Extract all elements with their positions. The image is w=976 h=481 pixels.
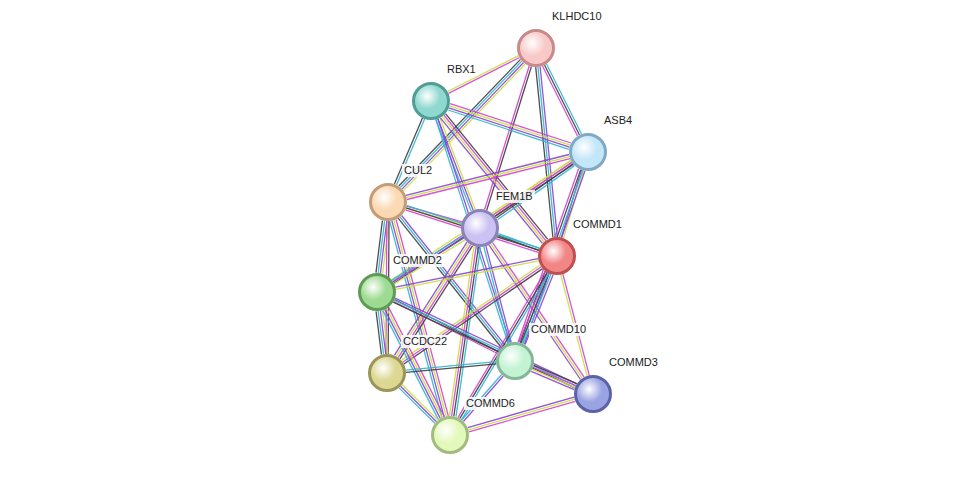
protein-node: COMMD2: [358, 273, 396, 311]
evidence-line: [449, 106, 570, 145]
evidence-line: [462, 273, 549, 419]
interaction-edge: [543, 64, 582, 136]
evidence-line: [532, 369, 575, 387]
node-label: COMMD1: [571, 218, 624, 231]
evidence-line: [376, 221, 382, 273]
protein-node: ASB4: [569, 133, 607, 171]
interaction-edge: [406, 362, 496, 373]
protein-node: COMMD10: [496, 342, 534, 380]
interaction-edge: [458, 271, 549, 420]
evidence-line: [540, 67, 557, 237]
evidence-line: [395, 298, 577, 384]
evidence-line: [449, 108, 570, 147]
evidence-line: [533, 367, 576, 385]
protein-node: CUL2: [369, 183, 407, 221]
interaction-edge: [399, 385, 438, 423]
evidence-line: [458, 271, 546, 417]
evidence-line: [487, 67, 532, 211]
protein-node: COMMD6: [431, 416, 469, 454]
interaction-edge: [485, 66, 532, 210]
node-label: COMMD6: [464, 397, 517, 410]
evidence-line: [498, 234, 539, 249]
evidence-line: [547, 64, 582, 134]
interaction-edge: [399, 59, 525, 190]
node-label: CUL2: [402, 164, 434, 177]
evidence-line: [406, 362, 496, 370]
evidence-line: [498, 236, 539, 251]
node-label: ASB4: [602, 114, 634, 127]
node-label: COMMD3: [607, 356, 660, 369]
protein-node: KLHDC10: [517, 29, 555, 67]
evidence-line: [400, 61, 522, 188]
evidence-line: [406, 364, 496, 372]
evidence-line: [536, 67, 553, 237]
node-label: CCDC22: [401, 335, 449, 348]
evidence-line: [543, 66, 578, 136]
evidence-line: [401, 386, 437, 421]
node-label: COMMD10: [529, 323, 588, 336]
evidence-line: [407, 206, 540, 248]
evidence-line: [399, 388, 435, 423]
node-label: COMMD2: [391, 254, 444, 267]
evidence-line: [485, 66, 530, 210]
evidence-line: [406, 157, 569, 198]
protein-node: COMMD1: [538, 237, 576, 275]
evidence-line: [406, 208, 539, 250]
evidence-line: [460, 272, 548, 418]
protein-node: RBX1: [412, 82, 450, 120]
interaction-edge: [536, 67, 558, 238]
node-label: RBX1: [445, 63, 478, 76]
protein-node: COMMD3: [574, 375, 612, 413]
interaction-edge: [436, 119, 510, 344]
protein-node: CCDC22: [368, 354, 406, 392]
node-label: KLHDC10: [550, 10, 604, 23]
evidence-line: [531, 371, 574, 389]
node-label: FEM1B: [494, 190, 535, 203]
evidence-line: [534, 365, 577, 383]
evidence-line: [450, 104, 571, 143]
evidence-line: [538, 67, 555, 237]
interaction-edge: [498, 234, 540, 251]
evidence-line: [402, 385, 438, 420]
protein-node: FEM1B: [461, 209, 499, 247]
interaction-edge: [531, 365, 577, 389]
evidence-line: [545, 65, 580, 135]
evidence-line: [376, 311, 381, 354]
interaction-edge: [392, 236, 465, 284]
